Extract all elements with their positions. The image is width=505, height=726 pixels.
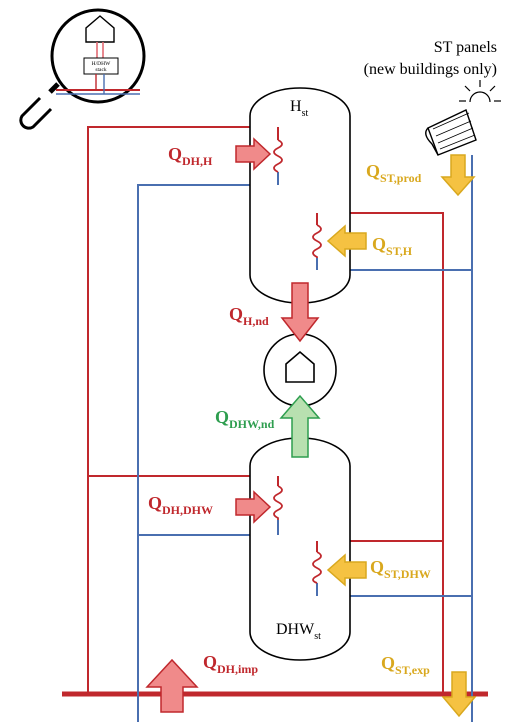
label-q-h-nd: QH,nd	[229, 304, 269, 328]
arrow-q-dh-imp	[145, 658, 199, 713]
arrow-q-st-prod	[440, 154, 476, 197]
arrow-q-dh-dhw	[235, 490, 272, 524]
magnifier-icon	[19, 8, 146, 130]
solar-panel-icon	[425, 109, 477, 156]
stack-box	[83, 57, 119, 75]
heating-tank-label: Hst	[290, 98, 308, 119]
label-q-dhw-nd: QDHW,nd	[215, 407, 275, 431]
arrow-q-dh-h	[235, 137, 272, 171]
coil-st-h	[312, 224, 322, 258]
coil-st-dhw	[312, 551, 322, 584]
st-panels-note: (new buildings only)	[364, 61, 497, 78]
arrow-q-st-exp	[441, 671, 477, 718]
label-q-st-exp: QST,exp	[381, 653, 430, 677]
label-q-st-prod: QST,prod	[366, 161, 422, 185]
coil-dh-dhw	[273, 485, 283, 520]
st-panels-title: ST panels	[434, 39, 497, 56]
sun-icon	[459, 80, 501, 103]
heating-storage-tank	[249, 87, 351, 304]
label-q-st-dhw: QST,DHW	[370, 557, 431, 581]
stack-label-line2: stack	[95, 67, 107, 73]
stack-label-line1: H/DHW	[92, 61, 111, 67]
dhw-tank-label: DHWst	[276, 621, 321, 642]
label-q-dh-imp: QDH,imp	[203, 652, 258, 676]
arrow-q-st-dhw	[326, 553, 367, 587]
coil-dh-h	[273, 139, 283, 173]
label-q-dh-dhw: QDH,DHW	[148, 493, 213, 517]
label-q-dh-h: QDH,H	[168, 144, 213, 168]
arrow-q-st-h	[326, 224, 367, 258]
arrow-q-h-nd	[280, 282, 320, 343]
arrow-q-dhw-nd	[279, 394, 321, 458]
label-q-st-h: QST,H	[372, 234, 413, 258]
house-icon	[285, 350, 315, 383]
